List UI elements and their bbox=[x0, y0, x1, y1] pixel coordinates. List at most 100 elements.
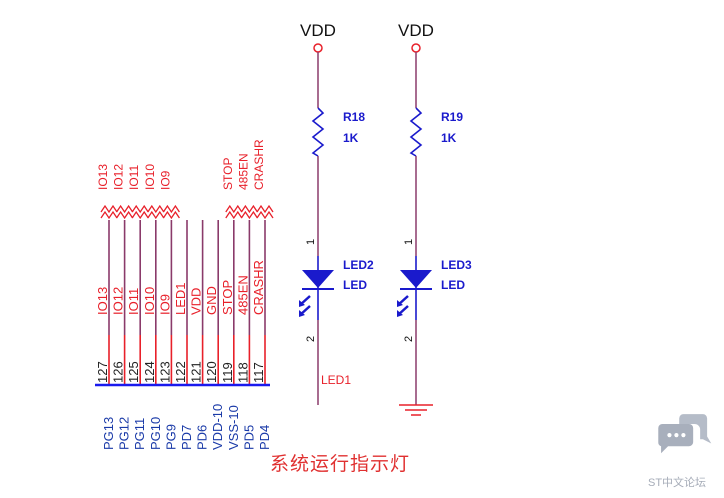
net-label: IO10 bbox=[142, 287, 157, 315]
led-diode-icon bbox=[400, 270, 432, 288]
top-net-label: IO13 bbox=[96, 164, 110, 190]
arrowhead bbox=[397, 310, 403, 317]
break-symbol bbox=[240, 210, 258, 220]
pin-name: PG13 bbox=[101, 417, 116, 450]
pin-name: PG11 bbox=[132, 418, 147, 450]
pin-number: 122 bbox=[173, 361, 188, 383]
pin-119: 119 STOP VSS-10 STOP bbox=[220, 158, 243, 450]
net-label: STOP bbox=[220, 280, 235, 315]
break-symbol bbox=[131, 204, 149, 214]
pin-name: PD5 bbox=[241, 425, 256, 450]
resistor-value: 1K bbox=[441, 131, 457, 145]
arrowhead bbox=[299, 300, 305, 307]
net-label: IO12 bbox=[111, 287, 126, 315]
net-label: IO13 bbox=[95, 287, 110, 315]
break-symbol bbox=[147, 204, 165, 214]
break-symbol bbox=[100, 210, 118, 220]
pin1-label: 1 bbox=[403, 239, 415, 245]
pin2-label: 2 bbox=[403, 336, 415, 342]
net-label: CRASHR bbox=[251, 260, 266, 315]
net-label: GND bbox=[204, 286, 219, 315]
pin-117: 117 CRASHR PD4 CRASHR bbox=[251, 139, 274, 450]
pin-number: 121 bbox=[189, 361, 204, 383]
top-net-label: IO11 bbox=[127, 165, 141, 190]
top-net-label: CRASHR bbox=[252, 139, 266, 190]
break-symbol bbox=[225, 204, 243, 214]
pin-name: PD7 bbox=[179, 425, 194, 450]
resistor-icon bbox=[409, 107, 423, 157]
pin-121: 121 VDD PD6 bbox=[189, 220, 210, 450]
watermark-text: ST中文论坛 bbox=[648, 477, 707, 489]
pin-number: 124 bbox=[142, 361, 157, 383]
pin-name: PD6 bbox=[195, 425, 210, 450]
chat-bubbles-icon bbox=[658, 414, 712, 454]
pin-120: 120 GND VDD-10 bbox=[204, 220, 225, 450]
pin-number: 119 bbox=[220, 362, 235, 383]
resistor-value: 1K bbox=[343, 131, 359, 145]
led-designator: LED2 bbox=[343, 258, 374, 272]
top-net-label: IO10 bbox=[143, 164, 157, 190]
break-symbol bbox=[225, 210, 243, 220]
led-diode-icon bbox=[302, 270, 334, 288]
supply-label: VDD bbox=[398, 21, 434, 40]
pin-number: 120 bbox=[204, 361, 219, 383]
break-symbol bbox=[256, 210, 274, 220]
resistor-designator: R18 bbox=[343, 110, 365, 124]
supply-label: VDD bbox=[300, 21, 336, 40]
arrowhead bbox=[397, 300, 403, 307]
break-symbol bbox=[100, 204, 118, 214]
break-symbol bbox=[162, 204, 180, 214]
led-type: LED bbox=[441, 278, 465, 292]
net-label: LED1 bbox=[173, 282, 188, 315]
top-net-label: IO12 bbox=[112, 164, 126, 190]
pin1-label: 1 bbox=[305, 239, 317, 245]
break-symbol bbox=[131, 210, 149, 220]
pin-name: PD4 bbox=[257, 425, 272, 450]
led-designator: LED3 bbox=[441, 258, 472, 272]
break-symbol bbox=[116, 204, 134, 214]
break-symbol bbox=[162, 210, 180, 220]
top-net-label: IO9 bbox=[158, 170, 172, 190]
pin-name: PG10 bbox=[148, 417, 163, 450]
pin-number: 123 bbox=[157, 361, 172, 383]
pin-number: 125 bbox=[126, 361, 141, 383]
pin-name: PG9 bbox=[163, 424, 178, 450]
net-label: LED1 bbox=[321, 373, 351, 387]
power-port-icon bbox=[411, 43, 421, 53]
top-net-label: 485EN bbox=[236, 153, 250, 190]
break-symbol bbox=[116, 210, 134, 220]
top-net-label: STOP bbox=[221, 158, 235, 190]
break-symbol bbox=[147, 210, 165, 220]
break-symbol bbox=[240, 204, 258, 214]
pin-name: PG12 bbox=[117, 417, 132, 450]
pin-number: 118 bbox=[235, 362, 250, 383]
resistor-designator: R19 bbox=[441, 110, 463, 124]
net-label: VDD bbox=[189, 288, 204, 315]
pin-number: 117 bbox=[251, 362, 266, 383]
break-symbol bbox=[256, 204, 274, 214]
ground-icon bbox=[399, 404, 433, 416]
power-port-icon bbox=[313, 43, 323, 53]
pin-name: VDD-10 bbox=[210, 404, 225, 450]
pin-118: 118 485EN PD5 485EN bbox=[235, 153, 258, 450]
led-type: LED bbox=[343, 278, 367, 292]
pin-number: 127 bbox=[95, 361, 110, 383]
pin-name: VSS-10 bbox=[226, 405, 241, 450]
caption: 系统运行指示灯 bbox=[270, 453, 410, 475]
net-label: IO9 bbox=[157, 294, 172, 315]
arrowhead bbox=[299, 310, 305, 317]
net-label: 485EN bbox=[235, 275, 250, 315]
resistor-icon bbox=[311, 107, 325, 157]
pin2-label: 2 bbox=[305, 336, 317, 342]
pin-number: 126 bbox=[111, 361, 126, 383]
